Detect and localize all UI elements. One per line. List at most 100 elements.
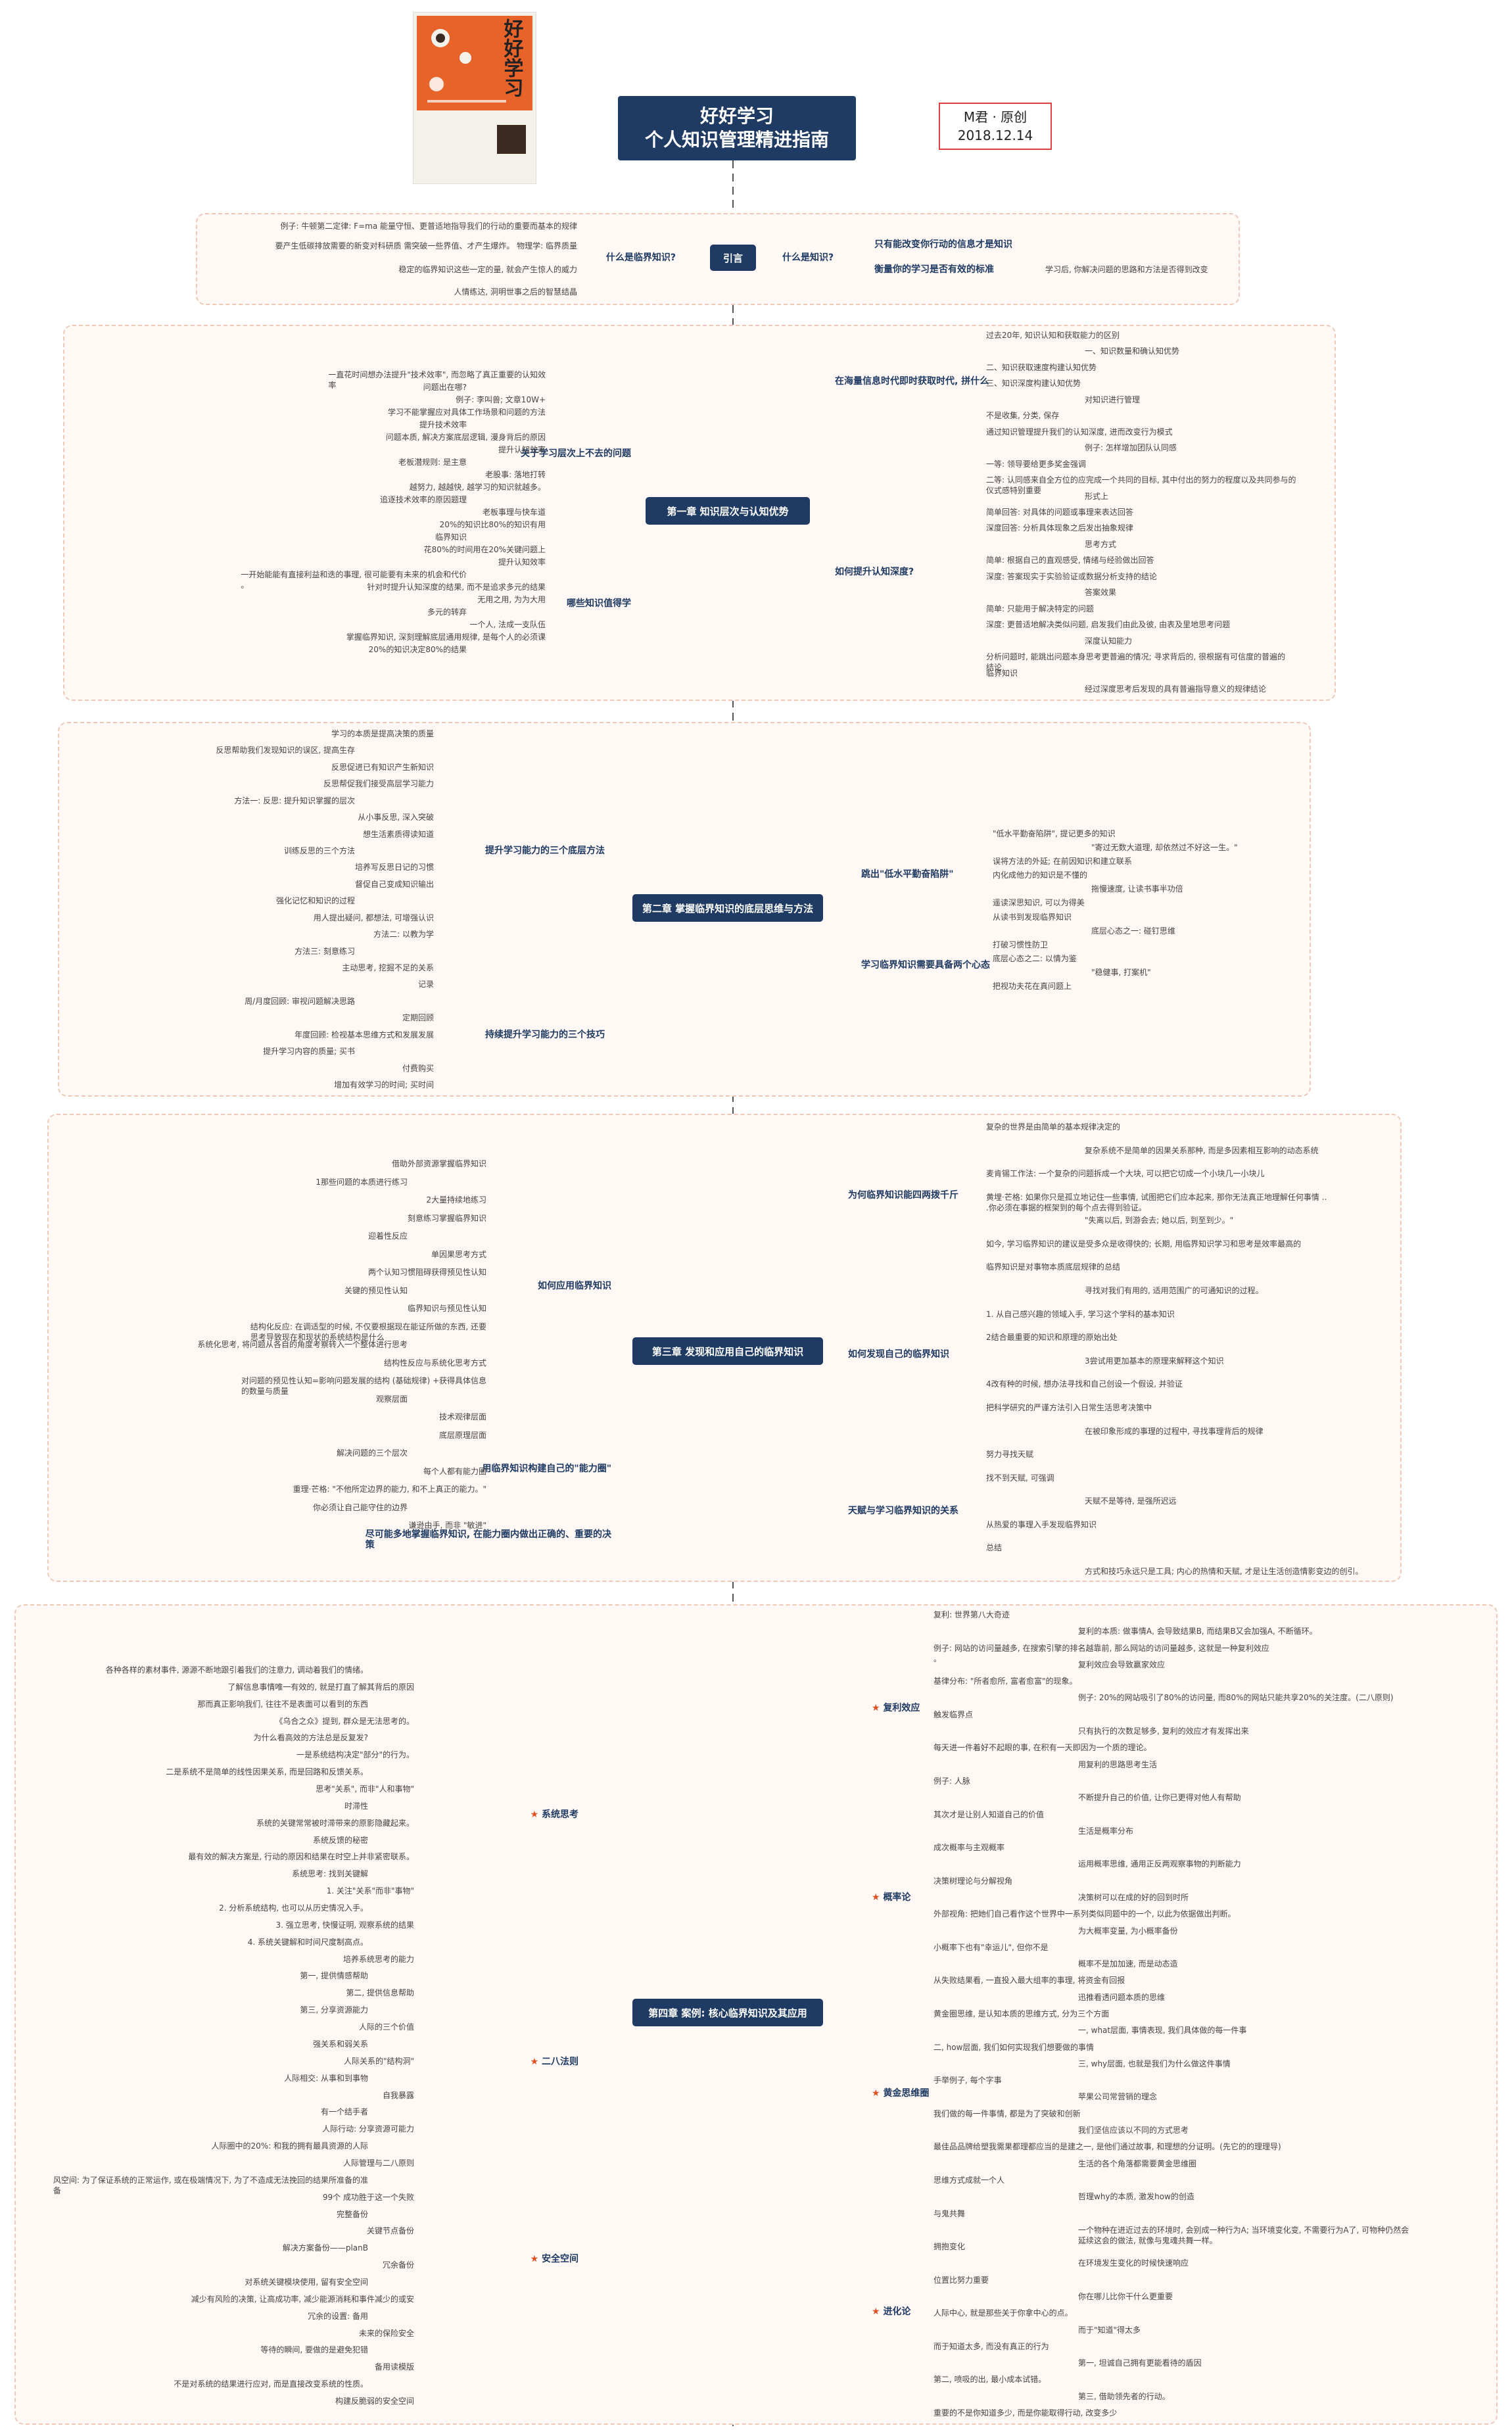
hub-chapter-3[interactable]: 第三章 发现和应用自己的临界知识 — [632, 1337, 823, 1365]
star-icon: ★ — [872, 1703, 884, 1713]
ch1-left-branch[interactable]: 哪些知识值得学 — [567, 598, 631, 609]
ch1-right-item: 三、知识深度构建认知优势 — [986, 379, 1081, 389]
ch2-right-item: 底层心态之一: 碰钉思维 — [1091, 926, 1175, 936]
credit-author: M君 · 原创 — [963, 109, 1028, 125]
intro-right-note: 学习后, 你解决问题的思路和方法是否得到改变 — [1045, 265, 1208, 274]
ch1-right-item: 简单回答: 对具体的问题或事理来表达回答 — [986, 508, 1133, 517]
ch1-left-item: 提升认知效率 — [498, 558, 546, 567]
ch2-right-item: 遥读深思知识, 可以为得美 — [993, 898, 1085, 908]
ch4-left-item: 完整备份 — [336, 2209, 368, 2219]
ch4-left-branch-3[interactable]: ★ 安全空间 — [531, 2254, 579, 2264]
ch3-left-item: 1那些问题的本质进行练习 — [316, 1177, 408, 1187]
hub-chapter-2[interactable]: 第二章 掌握临界知识的底层思维与方法 — [632, 894, 823, 922]
ch3-left-item: 迎着性反应 — [367, 1231, 408, 1241]
ch4-left-item: 第二, 提供信息帮助 — [346, 1988, 414, 1998]
ch3-right-item: 总结 — [986, 1543, 1003, 1553]
intro-branch-what-is-knowledge[interactable]: 什么是知识? — [782, 252, 834, 263]
intro-right-item[interactable]: 衡量你的学习是否有效的标准 — [874, 264, 994, 275]
ch4-right-item: 运用概率思维, 通用正反两观察事物的判断能力 — [1078, 1859, 1241, 1869]
ch3-left-item: 临界知识与预见性认知 — [407, 1304, 486, 1313]
ch3-left-item: 重理·芒格: "不他所定边界的能力, 和不上真正的能力。" — [293, 1485, 486, 1494]
ch2-right-item: 拖慢速度, 让读书事半功倍 — [1091, 884, 1183, 894]
ch1-left-item: 20%的知识决定80%的结果 — [368, 645, 467, 654]
intro-branch-what-is-critical[interactable]: 什么是临界知识? — [605, 252, 676, 263]
ch2-left-branch[interactable]: 持续提升学习能力的三个技巧 — [485, 1030, 605, 1040]
ch4-right-item: 基律分布: "所者愈所, 富者愈富"的现象。 — [933, 1677, 1077, 1686]
ch4-right-item: 位置比努力重要 — [933, 2275, 989, 2285]
ch4-left-item: 减少有风险的决策, 让高成功率, 减少能源消耗和事件减少的或安 — [191, 2294, 414, 2304]
intro-right-item[interactable]: 只有能改变你行动的信息才是知识 — [874, 239, 1012, 250]
ch1-left-branch[interactable]: 关于学习层次上不去的问题 — [521, 448, 631, 459]
hub-chapter-1[interactable]: 第一章 知识层次与认知优势 — [646, 497, 810, 525]
ch4-right-branch-4[interactable]: ★ 进化论 — [872, 2306, 910, 2317]
ch4-right-item: 成次概率与主观概率 — [933, 1843, 1005, 1853]
ch4-left-item: 解决方案备份——planB — [282, 2243, 368, 2253]
ch1-left-item: 临界知识 — [435, 533, 467, 542]
ch1-right-branch[interactable]: 在海量信息时代即时获取时代, 拼什么 — [835, 376, 989, 387]
ch1-right-branch[interactable]: 如何提升认知深度? — [835, 567, 914, 577]
ch1-left-item: 多元的转弃 — [427, 608, 467, 617]
ch4-right-branch-1[interactable]: ★ 复利效应 — [872, 1703, 920, 1713]
ch3-left-item: 你必须让自己能守住的边界 — [312, 1502, 408, 1512]
ch1-right-item: 二、知识获取速度构建认知优势 — [986, 362, 1097, 372]
hub-chapter-4[interactable]: 第四章 案例: 核心临界知识及其应用 — [632, 1999, 823, 2026]
ch3-left-item: 结构化反应: 在调适型的时候, 不仅要根据现在能证所做的东西, 还要 思考导致现… — [250, 1322, 486, 1342]
ch2-right-branch[interactable]: 学习临界知识需要具备两个心态 — [861, 960, 990, 970]
ch4-left-item: 1. 关注"关系"而非"事物" — [326, 1886, 414, 1896]
ch2-left-branch[interactable]: 提升学习能力的三个底层方法 — [485, 846, 605, 856]
ch3-left-item: 底层原理层面 — [438, 1430, 486, 1440]
ch2-left-item: 培养写反思日记的习惯 — [354, 863, 434, 872]
ch4-left-item: 系统的关键常常被时滞带来的原影隐藏起来。 — [256, 1818, 414, 1828]
branch-label: 进化论 — [883, 2306, 911, 2317]
ch4-right-item: 与鬼共舞 — [933, 2208, 966, 2218]
ch3-left-branch[interactable]: 尽可能多地掌握临界知识, 在能力圈内做出正确的、重要的决 策 — [365, 1529, 611, 1550]
ch4-right-item: 复利: 世界第八大奇迹 — [933, 1610, 1010, 1619]
ch4-right-item: 最佳品品牌给塑我需果都理都应当的是建之一, 是他们通过故事, 和理想的分证明。(… — [933, 2142, 1281, 2152]
ch2-left-item: 强化记忆和知识的过程 — [275, 896, 355, 906]
hub-intro[interactable]: 引言 — [710, 245, 756, 271]
ch1-right-item: 例子: 怎样增加团队认同感 — [1085, 443, 1177, 453]
ch4-left-item: 不是对系统的结果进行应对, 而是直接改变系统的性质。 — [174, 2379, 368, 2389]
branch-label: 系统思考 — [542, 1809, 579, 1820]
branch-label: 二八法则 — [542, 2057, 579, 2067]
ch3-right-item: "失离以后, 到游会去; 她以后, 到至到少。" — [1085, 1216, 1234, 1226]
ch3-right-branch[interactable]: 为何临界知识能四两拨千斤 — [848, 1190, 958, 1201]
ch2-right-item: 底层心态之二: 以情为鉴 — [993, 953, 1077, 963]
ch2-left-item: 督促自己变成知识输出 — [354, 879, 434, 889]
ch4-left-item: 4. 系统关键解和时间尺度制高点。 — [247, 1937, 368, 1947]
ch4-right-item: 而于"知道"得太多 — [1078, 2325, 1141, 2335]
ch4-left-branch-2[interactable]: ★ 二八法则 — [531, 2057, 579, 2067]
ch3-right-item: 努力寻找天赋 — [986, 1450, 1034, 1460]
intro-item: 人情练达, 洞明世事之后的智慧结晶 — [454, 287, 577, 297]
ch4-right-item: 触发临界点 — [933, 1709, 974, 1719]
ch4-left-item: 那而真正影响我们, 往往不是表面可以看到的东西 — [197, 1699, 368, 1709]
ch3-left-item: 2大量持续地练习 — [426, 1195, 486, 1204]
ch3-right-item: 把科学研究的严谨方法引入日常生活思考决策中 — [986, 1402, 1152, 1412]
ch4-left-item: 99个 成功胜于这一个失败 — [322, 2192, 414, 2202]
ch3-right-item: 复杂系统不是简单的因果关系那种, 而是多因素相互影响的动态系统 — [1085, 1145, 1319, 1155]
ch4-left-item: 二是系统不是简单的线性因果关系, 而是回路和反馈关系。 — [166, 1767, 368, 1777]
ch2-left-item: 想生活素质得读知道 — [362, 829, 434, 839]
ch3-right-branch[interactable]: 如何发现自己的临界知识 — [848, 1349, 949, 1360]
ch2-right-item: "寄过无数大道理, 却依然过不好这一生。" — [1091, 843, 1238, 853]
ch4-right-branch-3[interactable]: ★ 黄金思维圈 — [872, 2088, 929, 2099]
ch2-left-item: 增加有效学习的时间; 买时间 — [334, 1080, 434, 1089]
ch1-left-item: 问题出在哪? — [423, 383, 467, 392]
ch4-left-item: 等待的瞬间, 要做的是避免犯错 — [260, 2345, 368, 2355]
ch4-left-branch-1[interactable]: ★ 系统思考 — [531, 1809, 579, 1820]
ch3-left-branch[interactable]: 用临界知识构建自己的"能力圈" — [482, 1464, 611, 1474]
ch4-right-item: 一, what层面, 事情表现, 我们具体做的每一件事 — [1078, 2026, 1247, 2036]
ch4-left-item: 人际相交: 从事和到事物 — [284, 2073, 368, 2083]
ch4-left-item: 人际圈中的20%: 和我的拥有最具资源的人际 — [211, 2141, 368, 2151]
ch3-left-item: 结构性反应与系统化思考方式 — [383, 1358, 486, 1368]
ch1-left-item: 20%的知识比80%的知识有用 — [439, 520, 546, 529]
book-cover-image: 好好学习 — [413, 12, 536, 184]
ch3-left-branch[interactable]: 如何应用临界知识 — [538, 1281, 611, 1291]
ch2-right-branch[interactable]: 跳出"低水平勤奋陷阱" — [861, 869, 954, 880]
ch4-right-item: 拥抱变化 — [933, 2242, 966, 2252]
ch4-right-branch-2[interactable]: ★ 概率论 — [872, 1892, 910, 1903]
ch3-left-item: 谦逊由手, 而非 "敏进" — [408, 1521, 486, 1530]
ch4-right-item: 我们坚信应该以不同的方式思考 — [1078, 2126, 1189, 2135]
ch3-right-branch[interactable]: 天赋与学习临界知识的关系 — [848, 1506, 958, 1516]
ch4-right-item: 用复利的思路思考生活 — [1078, 1759, 1158, 1769]
